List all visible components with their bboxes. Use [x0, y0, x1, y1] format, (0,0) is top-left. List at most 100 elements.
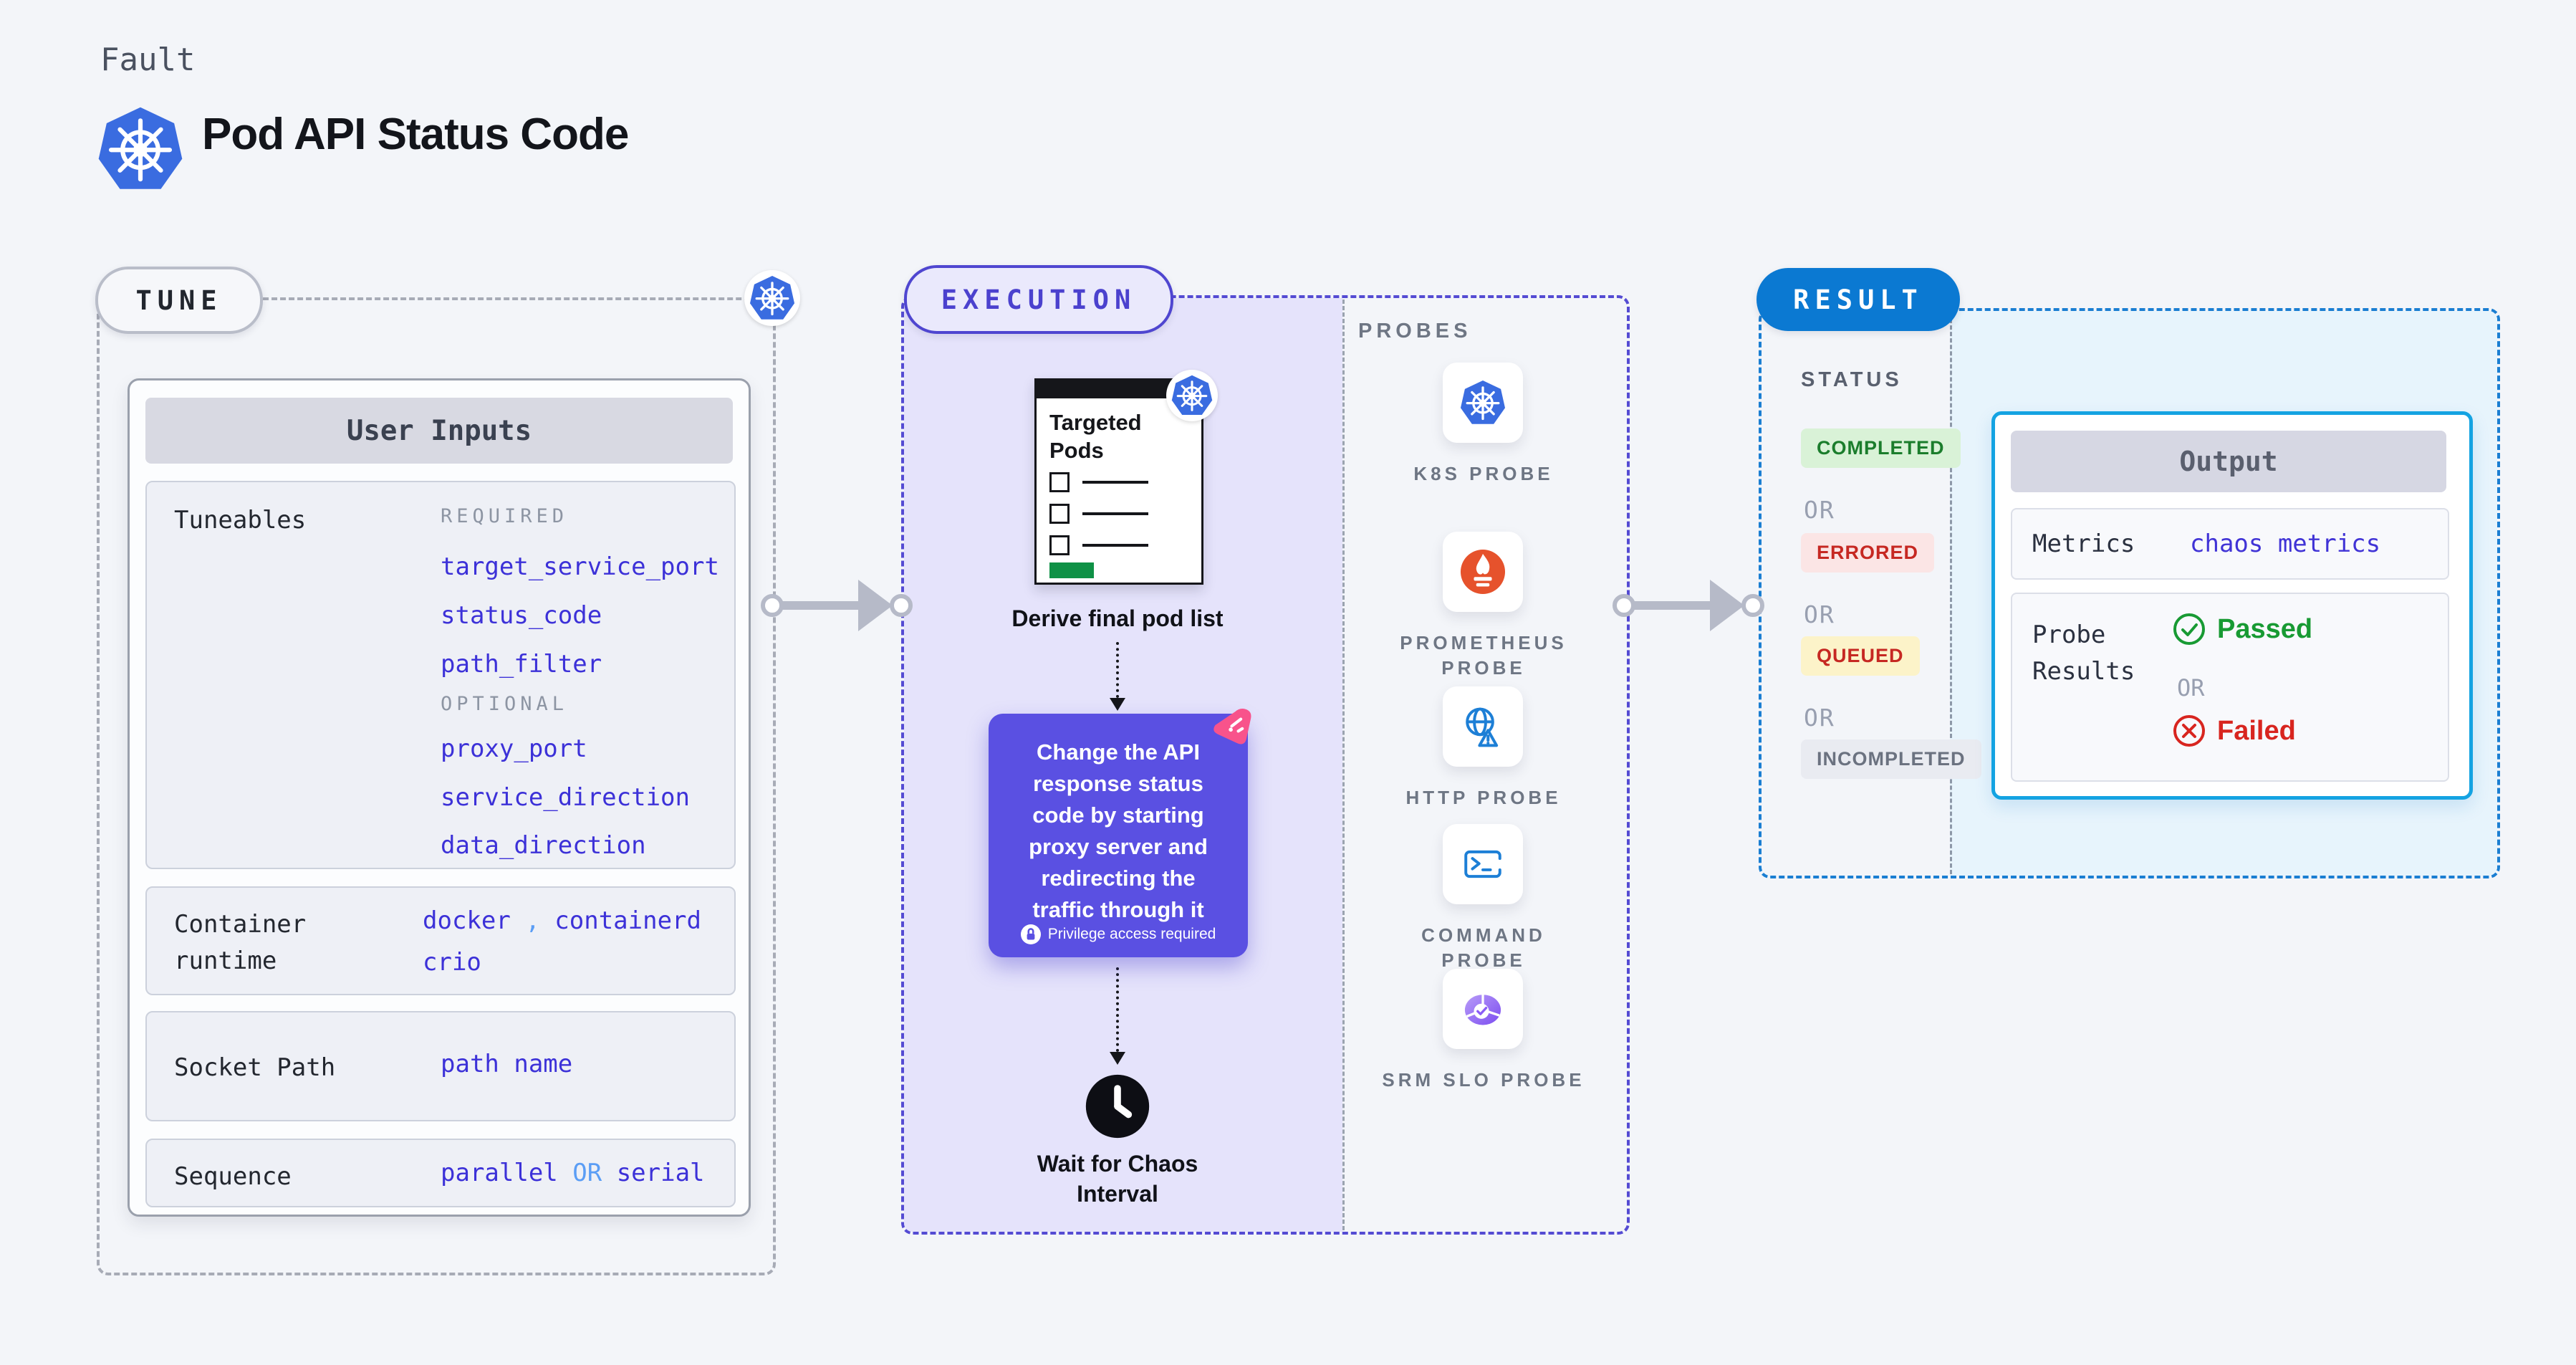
probe-results-label: Probe Results — [2032, 621, 2135, 686]
sequence-parallel: parallel — [441, 1159, 558, 1187]
green-button — [1049, 562, 1094, 578]
lock-icon — [1021, 924, 1041, 944]
connector-dot — [761, 594, 784, 617]
param-link-target-service-port[interactable]: target_service_port — [441, 552, 719, 581]
fault-action-card: Change the API response status code by s… — [989, 714, 1248, 957]
tune-section-box — [97, 297, 776, 1275]
socket-path-label: Socket Path — [174, 1053, 336, 1082]
probe-card-prometheus — [1443, 532, 1523, 612]
container-runtime-row: Container runtime docker , containerd cr… — [145, 886, 736, 995]
probe-label: SRM SLO PROBE — [1382, 1069, 1585, 1091]
sequence-or: OR — [572, 1159, 602, 1187]
container-runtime-values: docker , containerd — [423, 906, 701, 935]
status-badge-completed: COMPLETED — [1801, 428, 1961, 468]
or-label: OR — [1804, 496, 1835, 524]
result-divider — [1950, 312, 1952, 874]
metrics-value[interactable]: chaos metrics — [2190, 530, 2381, 558]
checkbox-icon — [1049, 535, 1070, 555]
output-panel: Output Metrics chaos metrics Probe Resul… — [1991, 411, 2473, 800]
probe-label: COMMAND PROBE — [1421, 924, 1546, 972]
metrics-row: Metrics chaos metrics — [2011, 508, 2449, 580]
sequence-row: Sequence parallel OR serial — [145, 1139, 736, 1207]
required-label: REQUIRED — [441, 505, 569, 527]
or-label: OR — [1804, 704, 1835, 732]
sequence-serial: serial — [616, 1159, 705, 1187]
terminal-icon — [1459, 840, 1506, 888]
probe-card-srm-slo — [1443, 969, 1523, 1049]
output-title: Output — [2011, 431, 2446, 492]
arrow-line — [1634, 601, 1714, 610]
probe-label: HTTP PROBE — [1405, 787, 1562, 808]
tune-section-label: TUNE — [95, 267, 263, 334]
passed-row: Passed — [2173, 613, 2312, 646]
runtime-separator: , — [525, 906, 540, 935]
or-label: OR — [2177, 674, 2205, 701]
clock-icon — [1083, 1072, 1152, 1141]
status-badge-queued: QUEUED — [1801, 636, 1920, 676]
probes-title: PROBES — [1358, 320, 1472, 343]
wait-chaos-caption: Wait for Chaos Interval — [1037, 1151, 1198, 1207]
list-line — [1082, 544, 1148, 547]
check-circle-icon — [2173, 613, 2205, 645]
checkbox-icon — [1049, 504, 1070, 524]
fault-kicker: Fault — [100, 42, 196, 78]
failed-label: Failed — [2217, 715, 2296, 746]
param-link-data-direction[interactable]: data_direction — [441, 831, 646, 860]
http-globe-icon — [1459, 703, 1506, 750]
container-runtime-label: Container runtime — [174, 910, 307, 975]
slo-pie-icon — [1459, 985, 1506, 1033]
arrow-right-icon — [1710, 580, 1744, 631]
arrow-line — [782, 601, 862, 610]
dotted-connector — [1116, 642, 1119, 698]
probe-card-command — [1443, 824, 1523, 904]
list-line — [1082, 481, 1148, 484]
prometheus-icon — [1459, 548, 1506, 595]
dotted-connector — [1116, 967, 1119, 1052]
kubernetes-icon — [96, 105, 185, 193]
probe-label: K8S PROBE — [1413, 463, 1554, 484]
x-circle-icon — [2173, 715, 2205, 747]
fault-action-text: Change the API response status code by s… — [1029, 739, 1208, 923]
passed-label: Passed — [2217, 613, 2313, 644]
checkbox-icon — [1049, 472, 1070, 492]
metrics-label: Metrics — [2032, 530, 2135, 558]
kubernetes-icon — [1166, 370, 1218, 421]
tuneables-row: Tuneables REQUIRED target_service_port s… — [145, 481, 736, 869]
result-section-label: RESULT — [1756, 268, 1960, 331]
tuneables-label: Tuneables — [174, 506, 307, 535]
privilege-note: Privilege access required — [1047, 926, 1216, 942]
page-title: Pod API Status Code — [202, 110, 629, 159]
privilege-note-row: Privilege access required — [989, 924, 1248, 944]
runtime-containerd[interactable]: containerd — [554, 906, 701, 935]
socket-path-row: Socket Path path name — [145, 1011, 736, 1121]
kubernetes-icon — [1459, 379, 1506, 426]
list-line — [1082, 512, 1148, 515]
execution-section-label: EXECUTION — [904, 265, 1173, 334]
connector-dot — [1613, 594, 1635, 617]
status-title: STATUS — [1801, 368, 1903, 391]
runtime-docker[interactable]: docker — [423, 906, 511, 935]
failed-row: Failed — [2173, 714, 2296, 747]
param-link-service-direction[interactable]: service_direction — [441, 783, 690, 812]
chaos-experiment-icon — [1209, 705, 1259, 755]
probe-card-k8s — [1443, 363, 1523, 443]
param-link-proxy-port[interactable]: proxy_port — [441, 734, 587, 763]
arrow-right-icon — [858, 580, 893, 631]
user-inputs-title: User Inputs — [145, 398, 733, 464]
sequence-value: parallel OR serial — [441, 1159, 705, 1187]
optional-label: OPTIONAL — [441, 693, 569, 715]
param-link-path-filter[interactable]: path_filter — [441, 650, 602, 679]
probe-results-row: Probe Results Passed OR Failed — [2011, 593, 2449, 782]
connector-dot — [890, 594, 913, 617]
status-badge-incompleted: INCOMPLETED — [1801, 739, 1981, 779]
runtime-crio[interactable]: crio — [423, 948, 481, 977]
arrow-down-icon — [1110, 1052, 1125, 1065]
param-link-status-code[interactable]: status_code — [441, 601, 602, 630]
probes-divider — [1342, 300, 1345, 1230]
user-inputs-panel: User Inputs Tuneables REQUIRED target_se… — [128, 378, 751, 1217]
socket-path-value: path name — [441, 1050, 573, 1078]
probe-label: PROMETHEUS PROBE — [1400, 632, 1567, 679]
sequence-label: Sequence — [174, 1162, 292, 1191]
targeted-pods-title: Targeted Pods — [1049, 410, 1142, 463]
